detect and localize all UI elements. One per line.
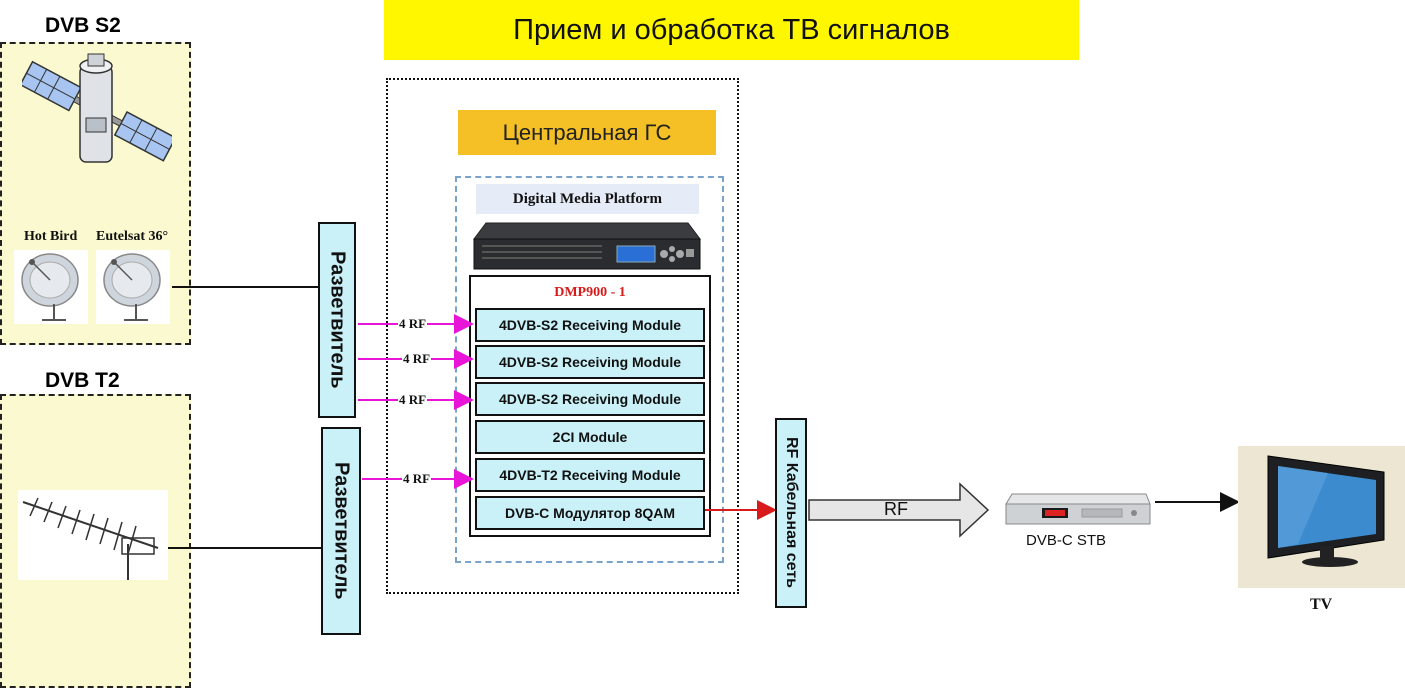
dvbt2-label: DVB T2 bbox=[45, 369, 120, 392]
stb-label: DVB-C STB bbox=[1026, 532, 1107, 549]
module-2ci: 2CI Module bbox=[475, 420, 705, 454]
set-top-box-icon bbox=[1005, 493, 1151, 525]
module-dvbc-modulator: DVB-C Модулятор 8QAM bbox=[475, 496, 705, 530]
rf-input-label-2: 4 RF bbox=[402, 351, 432, 367]
rf-arrow-label: RF bbox=[884, 499, 908, 519]
rf-big-arrow bbox=[808, 482, 990, 538]
tv-icon bbox=[1267, 455, 1385, 567]
cable-network-label: RF Кабельная сеть bbox=[783, 437, 800, 589]
tv-label: TV bbox=[1310, 596, 1333, 613]
rack-device-icon bbox=[473, 222, 701, 270]
cable-network-box: RF Кабельная сеть bbox=[775, 418, 807, 608]
platform-frame bbox=[455, 176, 724, 563]
module-dvbs2-3: 4DVB-S2 Receiving Module bbox=[475, 382, 705, 416]
satellite-dish-hotbird-icon bbox=[14, 250, 88, 324]
splitter-terrestrial: Разветвитель bbox=[321, 427, 361, 635]
hotbird-label: Hot Bird bbox=[24, 229, 78, 244]
rf-input-label-3: 4 RF bbox=[398, 392, 428, 408]
module-dvbt2: 4DVB-T2 Receiving Module bbox=[475, 458, 705, 492]
dmp-chassis-label: DMP900 - 1 bbox=[554, 285, 626, 300]
splitter-terrestrial-label: Разветвитель bbox=[330, 462, 353, 600]
terrestrial-antenna-icon bbox=[18, 490, 168, 580]
platform-title: Digital Media Platform bbox=[476, 184, 699, 214]
headend-frame bbox=[386, 78, 739, 594]
main-title: Прием и обработка ТВ сигналов bbox=[384, 0, 1079, 60]
satellite-icon bbox=[22, 53, 172, 163]
central-headend-title: Центральная ГС bbox=[458, 110, 716, 155]
splitter-satellite: Разветвитель bbox=[318, 222, 356, 418]
module-dvbs2-2: 4DVB-S2 Receiving Module bbox=[475, 345, 705, 379]
satellite-dish-eutelsat-icon bbox=[96, 250, 170, 324]
rf-input-label-1: 4 RF bbox=[398, 316, 428, 332]
eutelsat-label: Eutelsat 36° bbox=[96, 229, 169, 244]
dvbs2-label: DVB S2 bbox=[45, 14, 121, 37]
rf-input-label-4: 4 RF bbox=[402, 471, 432, 487]
splitter-satellite-label: Разветвитель bbox=[326, 251, 349, 389]
module-dvbs2-1: 4DVB-S2 Receiving Module bbox=[475, 308, 705, 342]
